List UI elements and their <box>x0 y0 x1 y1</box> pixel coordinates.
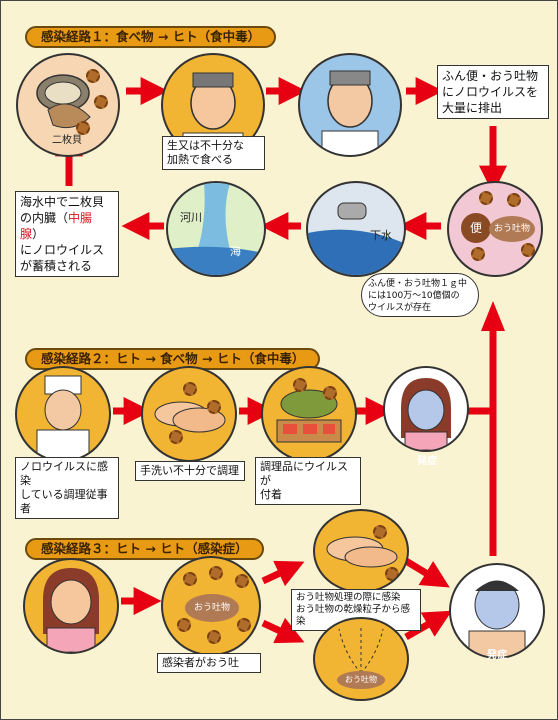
river-sea-circle: 河川 海 <box>166 181 266 277</box>
sick-girl-circle-route2 <box>383 366 469 452</box>
cook-caption: ノロウイルスに感染 している調理従事者 <box>15 457 119 519</box>
sushi-icon <box>276 389 342 443</box>
contact-hands-icon <box>326 536 398 568</box>
vomit-label-route1: おう吐物 <box>489 216 535 242</box>
sewer-label: 下水 <box>370 229 392 242</box>
arrow-vomit-to-air <box>261 617 305 644</box>
vomit-circle: おう吐物 <box>161 556 261 656</box>
onset-badge-route3: 発症 <box>479 647 515 665</box>
sick-girl-icon-route2 <box>401 378 451 450</box>
accum-text-pre: 海水中で二枚貝 の内臓（ <box>20 195 105 225</box>
airborne-vomit-label: おう吐物 <box>337 671 385 689</box>
arrow-air-to-onset <box>404 610 452 641</box>
sewer-pipe-icon <box>308 202 404 275</box>
infected-girl-circle <box>23 558 119 654</box>
food-caption: 調理品にウイルスが 付着 <box>255 457 361 505</box>
arrow-up-head <box>481 301 505 331</box>
cook-circle <box>15 366 111 462</box>
infected-caption: 感染者がおう吐 <box>157 653 261 673</box>
arrow-vomit-to-hands <box>261 560 305 587</box>
food-circle <box>261 366 357 462</box>
cook-icon <box>36 375 90 460</box>
feces-vomit-circle: 便 おう吐物 <box>447 181 543 277</box>
hands-icon <box>154 401 226 433</box>
feces-label: 便 <box>461 213 491 243</box>
route3-title: 感染経路３：ヒト → ヒト（感染症） <box>25 538 264 560</box>
airborne-particles-icon <box>338 627 384 674</box>
hands-contact-circle <box>313 509 409 593</box>
wash-caption: 手洗い不十分で調理 <box>135 461 245 481</box>
vomiting-girl-icon <box>43 568 99 652</box>
excrete-caption: ふん便・おう吐物 にノロウイルスを 大量に排出 <box>437 65 549 119</box>
sick-man-circle-route3 <box>449 563 545 659</box>
route1-title: 感染経路１：食べ物 → ヒト（食中毒） <box>25 26 277 48</box>
arrow-hands-to-onset <box>404 558 450 588</box>
onset-badge-route1: 発症 <box>336 133 372 151</box>
sewer-circle: 下水 <box>306 181 406 277</box>
shellfish-circle: 二枚貝 <box>16 53 120 157</box>
sick-man-icon-route3 <box>468 580 526 657</box>
accum-text-post: ） にノロウイルス が蓄積される <box>20 227 105 273</box>
sick-man-circle <box>298 53 402 157</box>
airborne-circle: おう吐物 <box>313 617 409 701</box>
river-label: 河川 <box>180 211 202 224</box>
eat-caption: 生又は不十分な 加熱で食べる <box>162 136 265 170</box>
shellfish-label: 二枚貝 <box>52 135 82 146</box>
handwash-circle <box>141 366 237 462</box>
sea-label: 海 <box>230 245 241 258</box>
vomit-label-route3: おう吐物 <box>185 594 239 622</box>
spread-caption: おう吐物処理の際に感染 おう吐物の乾燥粒子から感染 <box>291 589 421 631</box>
accum-highlight: 中腸腺 <box>20 211 93 241</box>
virus-count-bubble: ふん便・おう吐物１ｇ中 には100万～10億個の ウイルスが存在 <box>361 273 479 317</box>
river-icon <box>168 183 264 275</box>
onset-badge-route2: 発症 <box>409 453 445 471</box>
accumulation-caption: 海水中で二枚貝 の内臓（中腸腺） にノロウイルス が蓄積される <box>15 191 119 277</box>
